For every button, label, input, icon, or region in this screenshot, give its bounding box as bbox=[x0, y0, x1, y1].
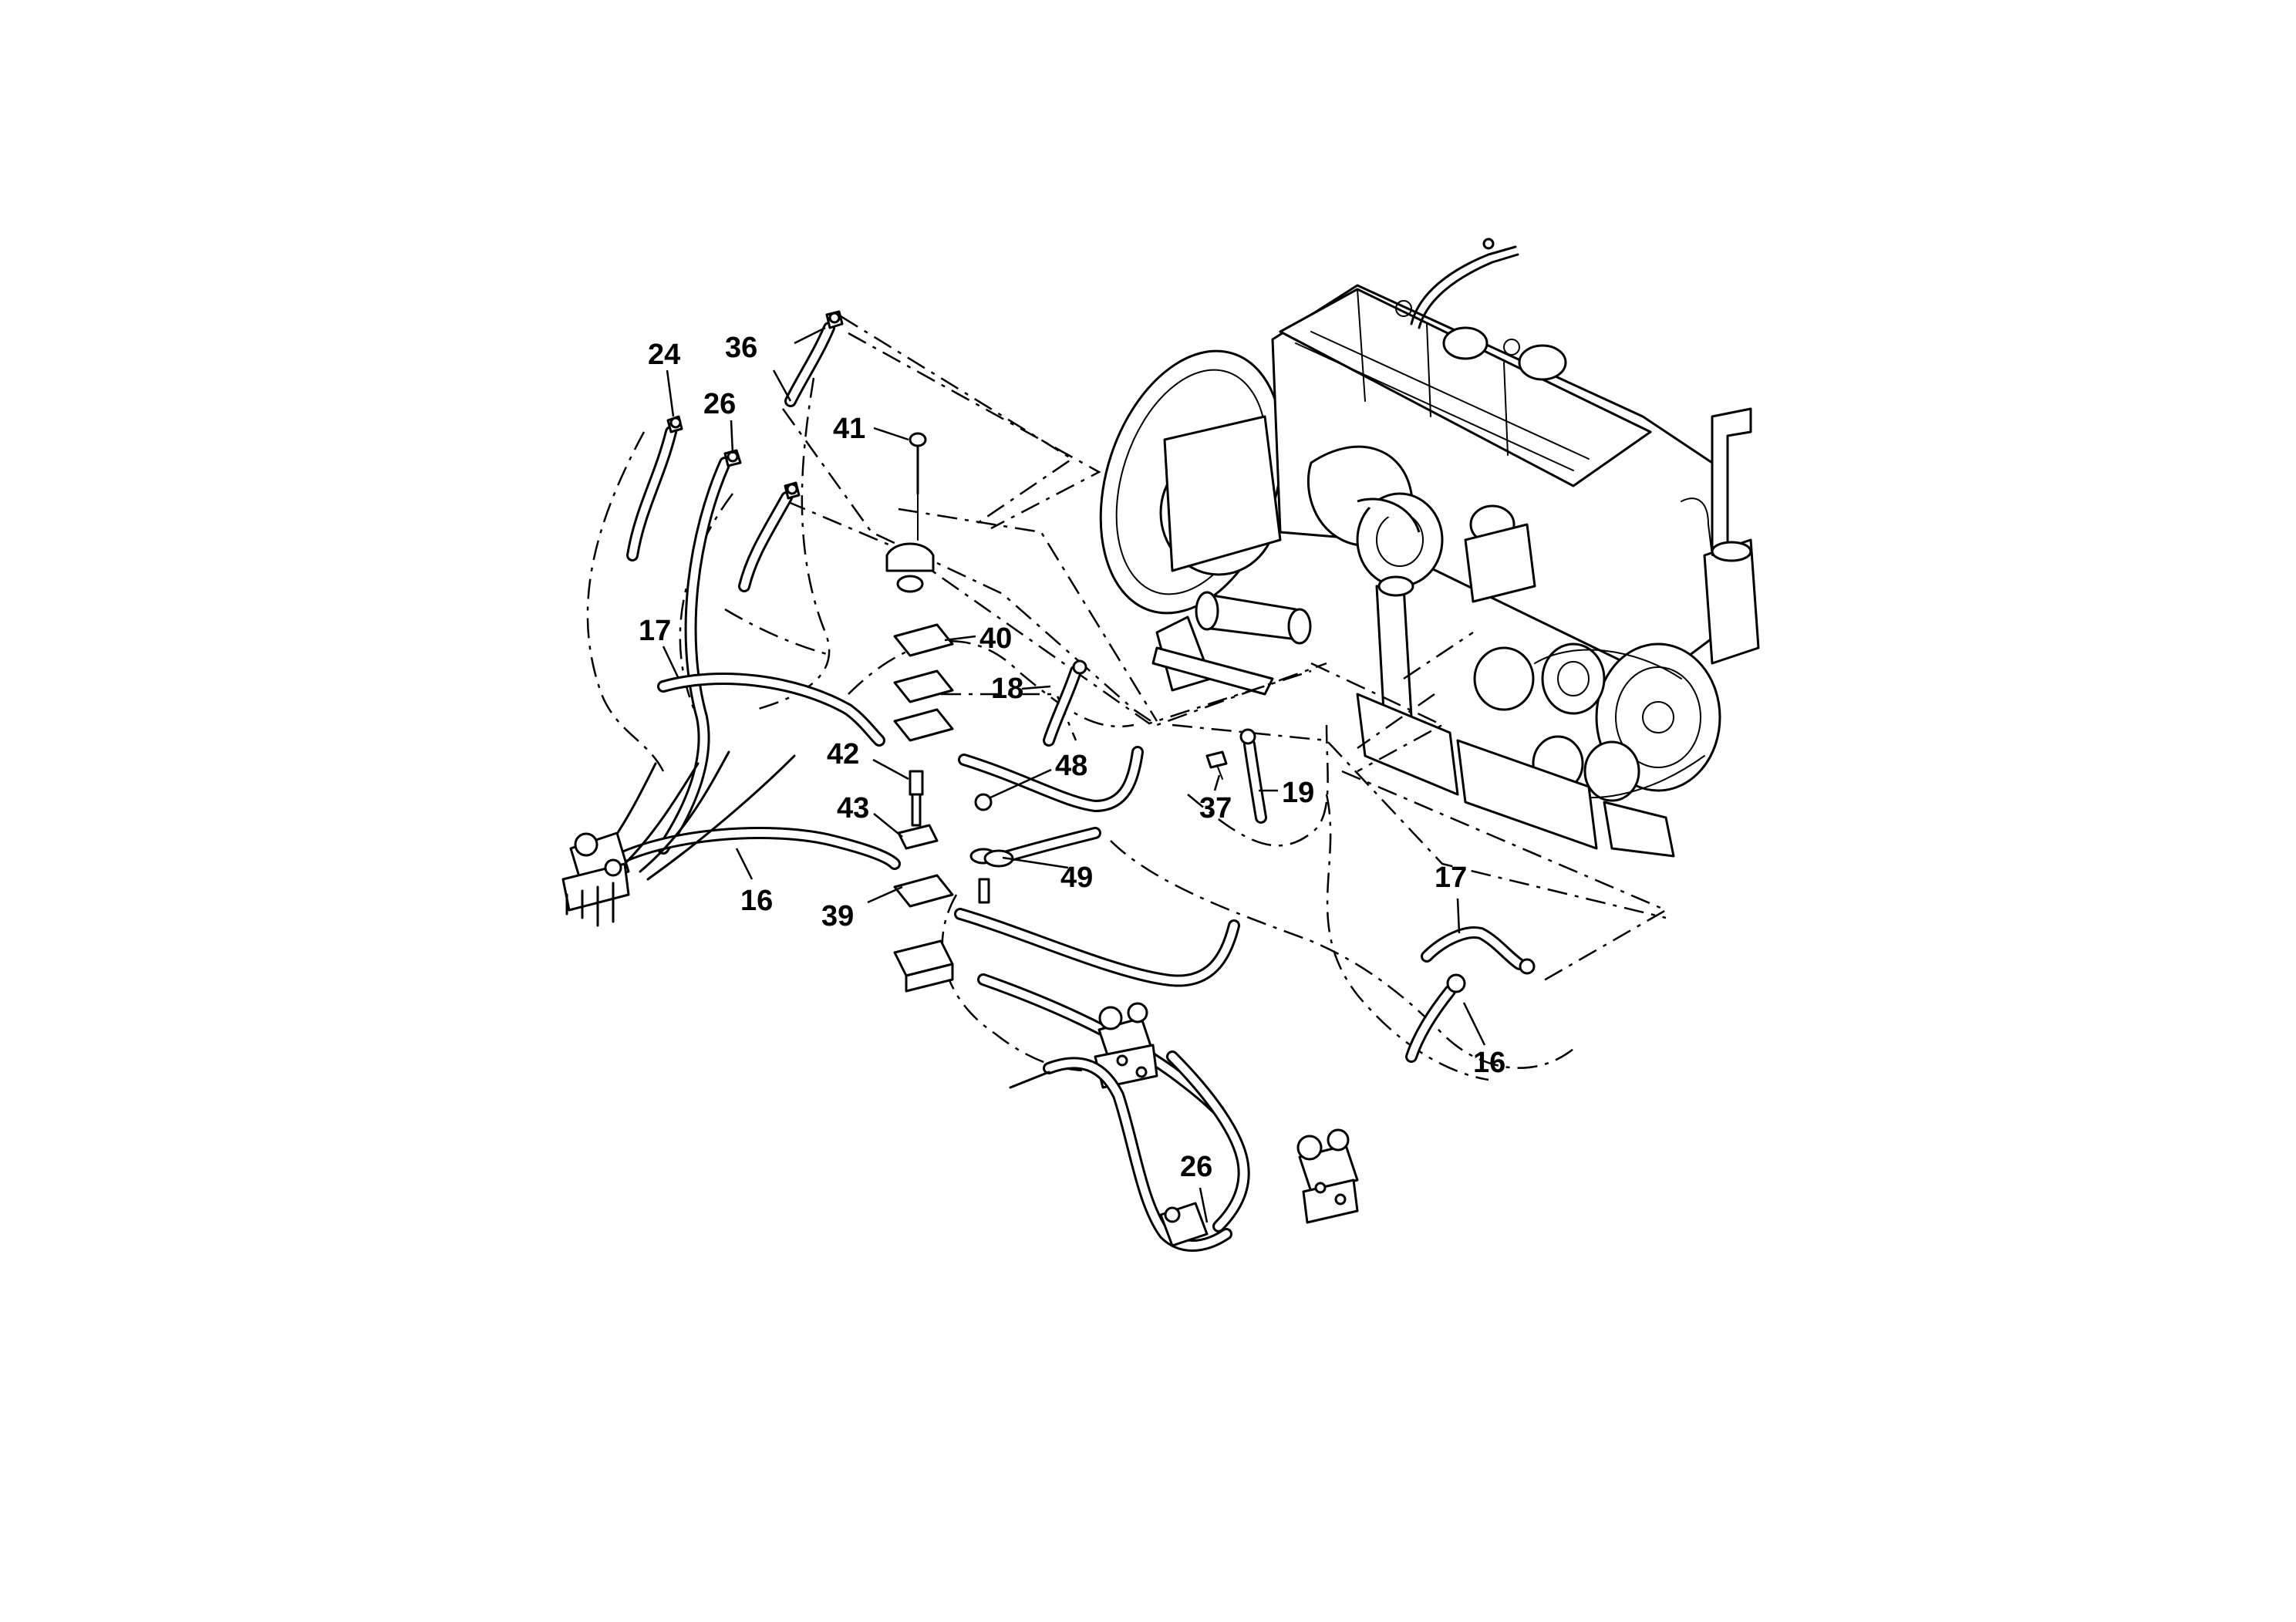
callout-36: 36 bbox=[725, 332, 757, 364]
callout-48: 48 bbox=[1055, 750, 1087, 782]
callout-49: 49 bbox=[1060, 862, 1093, 894]
dashed-assembly-lines bbox=[586, 315, 1668, 1081]
callout-41: 41 bbox=[833, 413, 865, 445]
callout-labels: 24 36 26 41 17 40 18 42 48 37 19 43 49 1… bbox=[639, 332, 1505, 1183]
cable-bundle-left bbox=[561, 310, 901, 927]
callout-17-left: 17 bbox=[639, 615, 671, 647]
callout-43: 43 bbox=[837, 792, 869, 824]
callout-26-lower: 26 bbox=[1180, 1151, 1212, 1183]
callout-26-upper: 26 bbox=[703, 388, 736, 420]
callout-16-right: 16 bbox=[1473, 1047, 1505, 1079]
cables-right bbox=[954, 659, 1536, 1063]
callout-24: 24 bbox=[648, 339, 680, 371]
leader-lines bbox=[662, 326, 1486, 1223]
callout-39: 39 bbox=[821, 900, 854, 932]
callout-40: 40 bbox=[979, 622, 1012, 655]
callout-17-right: 17 bbox=[1435, 862, 1467, 894]
callout-37: 37 bbox=[1199, 792, 1232, 824]
callout-42: 42 bbox=[827, 738, 859, 771]
callout-19: 19 bbox=[1282, 777, 1314, 809]
clamp-stack-center bbox=[885, 432, 1101, 993]
harness-lower bbox=[977, 973, 1359, 1252]
callout-16-left: 16 bbox=[740, 885, 773, 917]
callout-18: 18 bbox=[991, 673, 1023, 705]
engine-assembly bbox=[1099, 238, 1760, 858]
